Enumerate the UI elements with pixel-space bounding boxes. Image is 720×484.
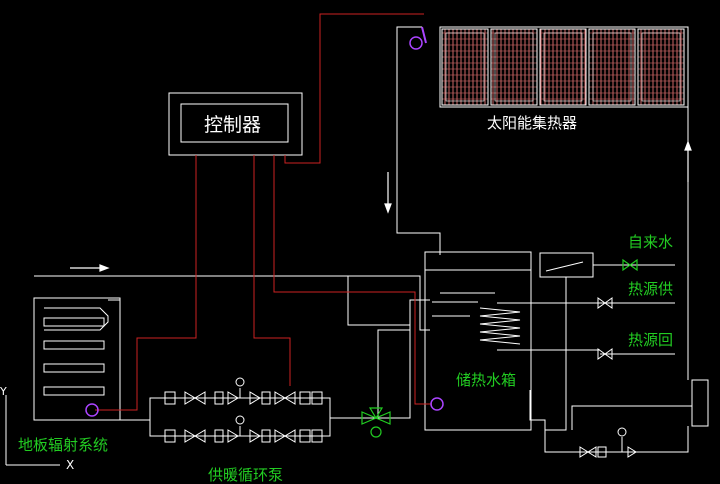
collector-panel [539,28,587,106]
heat-return-label: 热源回 [628,331,674,349]
signal-wires [95,13,432,411]
check-valve-icon [622,258,638,272]
valve-group-bottom [579,427,637,458]
collector-panel [637,28,685,106]
controller-box [168,92,303,156]
solar-collector-label: 太阳能集热器 [487,114,578,132]
sensor-icon [409,26,427,50]
circulation-pump-label: 供暖循环泵 [208,466,284,484]
axis-y-label: Y [0,385,7,398]
flow-arrow-icon [70,140,692,272]
three-way-valve-icon [361,407,391,438]
valve-group-upper [164,377,323,405]
floor-system-label: 地板辐射系统 [18,436,109,454]
axis-x-label: X [66,458,75,472]
collector-panel [490,28,538,106]
sensor-icon [430,397,444,411]
collector-panel [441,28,489,106]
controller-label: 控制器 [204,114,262,136]
tap-water-label: 自来水 [628,233,674,251]
collector-panel [588,28,636,106]
sensor-icon [85,403,99,417]
gate-valve-icon [597,297,613,360]
solar-collector-array [439,26,689,108]
pipe-network [5,26,709,466]
storage-tank-label: 储热水箱 [456,371,517,389]
heat-supply-label: 热源供 [628,280,674,298]
valve-group-lower [164,415,323,443]
